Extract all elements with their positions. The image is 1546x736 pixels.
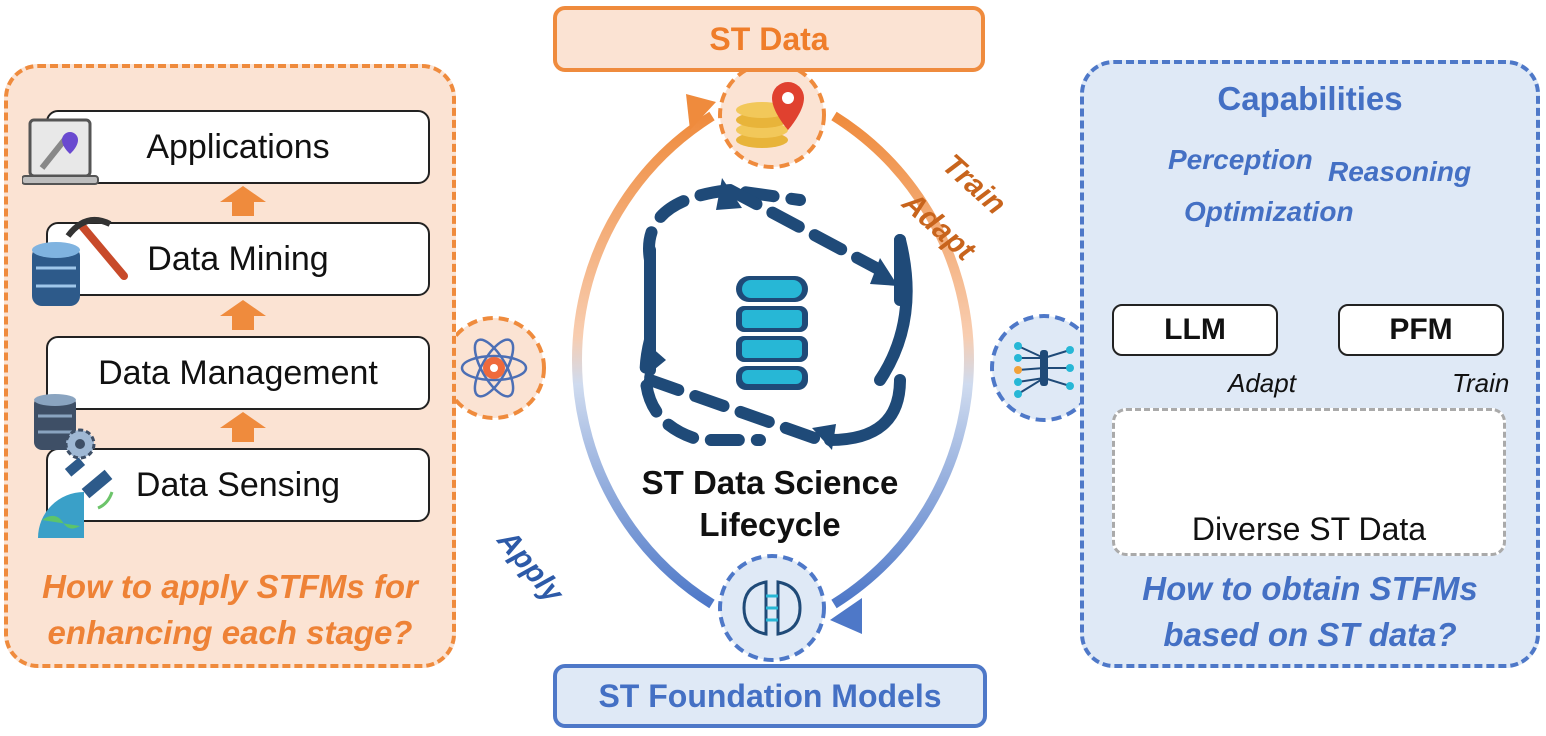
laptop-map-icon <box>22 118 99 185</box>
adapt-arrow-label: Adapt <box>1228 368 1296 398</box>
stage-label: Data Management <box>98 353 378 392</box>
capability-reasoning: Reasoning <box>1328 156 1472 187</box>
capabilities-title: Capabilities <box>1217 80 1403 117</box>
stage-label: Applications <box>146 127 330 166</box>
database-pickaxe-icon <box>32 217 128 306</box>
left-question-line: enhancing each stage? <box>47 614 413 651</box>
llm-label: LLM <box>1164 313 1226 346</box>
llm-box: LLM <box>1112 304 1278 356</box>
right-question-line: How to obtain STFMs <box>1142 570 1478 607</box>
right-panel: Capabilities Perception Reasoning Optimi… <box>1080 60 1540 668</box>
diverse-data-label: Diverse ST Data <box>1191 511 1427 547</box>
ai-brain-chip-icon <box>718 554 826 662</box>
st-data-box: ST Data <box>553 6 985 72</box>
right-question: How to obtain STFMs based on ST data? <box>1084 566 1536 658</box>
st-foundation-models-label: ST Foundation Models <box>598 677 942 714</box>
map-pin-coins-icon <box>718 61 826 169</box>
left-question-line: How to apply STFMs for <box>42 568 418 605</box>
stage-up-arrow <box>220 300 266 330</box>
center-label-line: Lifecycle <box>699 506 841 543</box>
center-label-line: ST Data Science <box>641 464 899 501</box>
center-lifecycle-label: ST Data Science Lifecycle <box>600 462 940 546</box>
stage-applications: Applications <box>46 110 430 184</box>
database-icon <box>736 276 808 390</box>
stage-up-arrow <box>220 412 266 442</box>
bottom-arrowhead <box>830 598 862 634</box>
capability-perception: Perception <box>1168 144 1313 175</box>
stage-data-management: Data Management <box>46 336 430 410</box>
stage-data-sensing: Data Sensing <box>46 448 430 522</box>
diverse-data-box: Diverse ST Data <box>1112 408 1506 556</box>
satellite-earth-icon <box>38 458 114 538</box>
database-gear-icon <box>34 394 96 460</box>
left-question: How to apply STFMs for enhancing each st… <box>8 564 452 656</box>
train-arrow-label: Train <box>1452 368 1510 398</box>
stage-label: Data Sensing <box>135 465 341 504</box>
st-data-label: ST Data <box>709 20 829 57</box>
st-foundation-models-box: ST Foundation Models <box>553 664 987 728</box>
pfm-label: PFM <box>1389 313 1453 346</box>
right-arc <box>831 111 975 609</box>
right-question-line: based on ST data? <box>1163 616 1457 653</box>
capability-optimization: Optimization <box>1184 196 1354 227</box>
atom-icon <box>442 316 546 420</box>
stage-up-arrow <box>220 186 266 216</box>
pfm-box: PFM <box>1338 304 1504 356</box>
top-arrowhead <box>686 94 716 130</box>
neural-network-icon <box>990 314 1098 422</box>
stage-label: Data Mining <box>147 239 329 278</box>
left-panel: Applications Data Mining Data Management… <box>4 64 456 668</box>
left-arc <box>571 111 715 609</box>
